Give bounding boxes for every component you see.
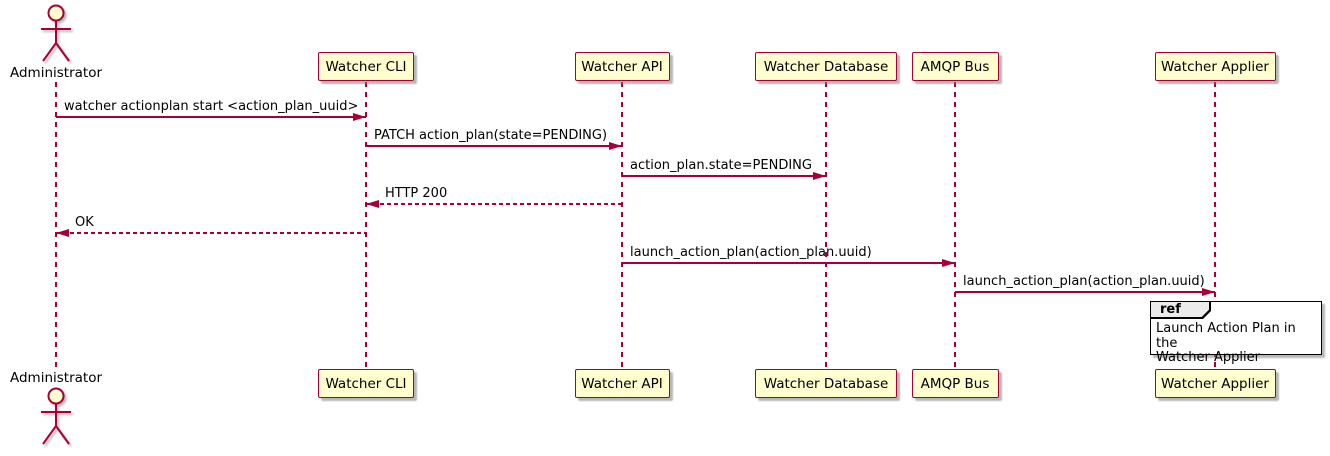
ref-body-line: Watcher Applier — [1156, 350, 1260, 365]
arrowhead-left-icon — [366, 199, 379, 208]
ref-keyword: ref — [1151, 302, 1209, 317]
participant-label: Watcher Applier — [1161, 375, 1269, 392]
participant-box-top-amqp-bus: AMQP Bus — [911, 52, 999, 81]
message-label: HTTP 200 — [385, 186, 448, 201]
message-line — [366, 203, 622, 205]
actor-label-top: Administrator — [9, 65, 103, 81]
arrowhead-right-icon — [1202, 287, 1215, 296]
message-label: PATCH action_plan(state=PENDING) — [374, 128, 608, 143]
message-line — [56, 232, 366, 234]
arrowhead-right-icon — [609, 141, 622, 150]
lifeline-watcher-api — [621, 82, 623, 368]
lifeline-amqp-bus — [954, 82, 956, 368]
arrowhead-right-icon — [353, 112, 366, 121]
message-label: action_plan.state=PENDING — [630, 158, 812, 173]
lifeline-watcher-database — [825, 82, 827, 368]
message-line — [955, 291, 1215, 293]
participant-label: Watcher CLI — [325, 375, 407, 392]
participant-label: AMQP Bus — [920, 58, 990, 75]
lifeline-watcher-applier — [1214, 82, 1216, 368]
actor-label-bottom: Administrator — [9, 370, 103, 386]
message-label: launch_action_plan(action_plan.uuid) — [630, 245, 872, 260]
message-label: watcher actionplan start <action_plan_uu… — [64, 99, 359, 114]
arrowhead-right-icon — [813, 171, 826, 180]
actor-figure-top — [36, 3, 76, 65]
participant-label: Watcher Database — [763, 58, 889, 75]
participant-box-top-watcher-cli: Watcher CLI — [318, 52, 414, 81]
participant-box-bottom-amqp-bus: AMQP Bus — [911, 369, 999, 398]
message-label: launch_action_plan(action_plan.uuid) — [963, 274, 1205, 289]
participant-label: Watcher API — [581, 375, 663, 392]
participant-box-bottom-watcher-database: Watcher Database — [755, 369, 897, 398]
ref-tab: ref — [1151, 302, 1211, 319]
message-line — [622, 262, 955, 264]
actor-figure-bottom — [36, 386, 76, 448]
message-line — [622, 175, 826, 177]
participant-label: Watcher Applier — [1161, 58, 1269, 75]
participant-label: Watcher API — [581, 58, 663, 75]
message-label: OK — [75, 215, 94, 230]
lifeline-watcher-cli — [365, 82, 367, 368]
arrowhead-right-icon — [942, 258, 955, 267]
arrowhead-left-icon — [56, 228, 69, 237]
participant-box-top-watcher-database: Watcher Database — [755, 52, 897, 81]
message-line — [366, 145, 622, 147]
ref-body-line: Launch Action Plan in the — [1156, 321, 1296, 351]
participant-box-bottom-watcher-api: Watcher API — [574, 369, 670, 398]
participant-box-top-watcher-applier: Watcher Applier — [1154, 52, 1276, 81]
participant-box-top-watcher-api: Watcher API — [574, 52, 670, 81]
lifeline-administrator — [55, 82, 57, 368]
participant-box-bottom-watcher-cli: Watcher CLI — [318, 369, 414, 398]
participant-label: Watcher CLI — [325, 58, 407, 75]
message-line — [56, 116, 366, 118]
participant-box-bottom-watcher-applier: Watcher Applier — [1154, 369, 1276, 398]
participant-label: Watcher Database — [763, 375, 889, 392]
participant-label: AMQP Bus — [920, 375, 990, 392]
